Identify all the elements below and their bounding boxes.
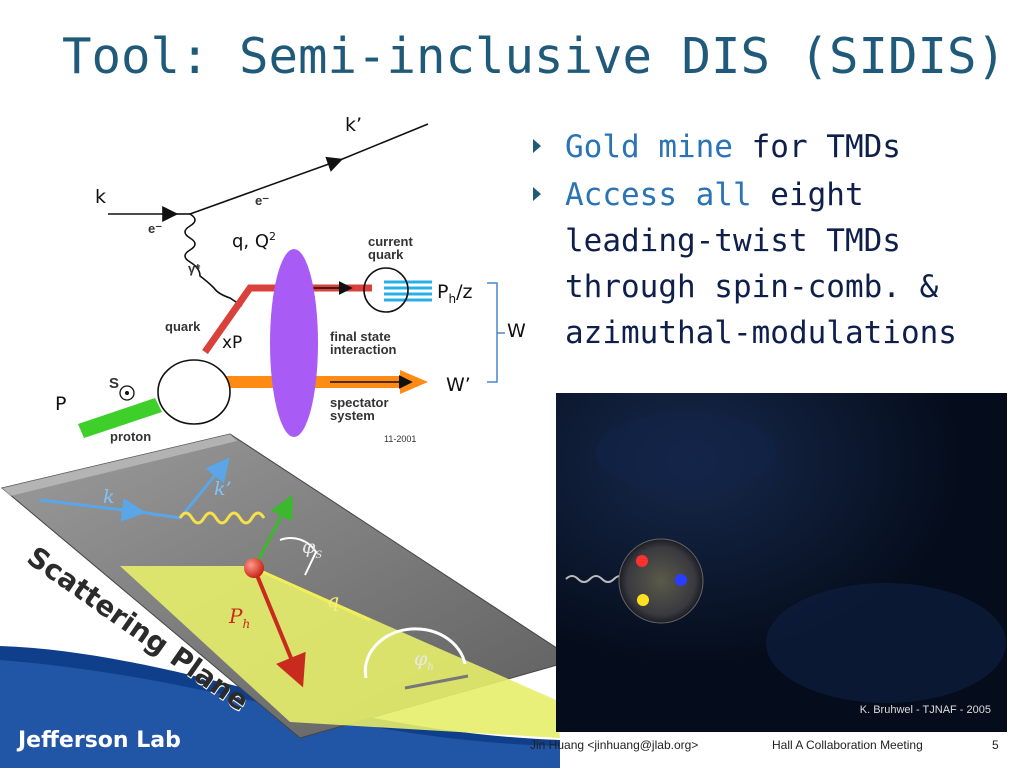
phi-h-label: φh bbox=[414, 648, 434, 673]
bullet-highlight: Access all bbox=[565, 177, 752, 213]
ph-vector-label: Ph bbox=[229, 604, 250, 631]
current-quark-label: current quark bbox=[368, 234, 413, 262]
spin-s-label: S bbox=[109, 375, 120, 392]
hadron-plane bbox=[120, 566, 560, 738]
ph-label-text: P bbox=[437, 281, 449, 303]
electron-top-label: e⁻ bbox=[255, 193, 270, 208]
bullet-text: eight leading-twist TMDs through spin-co… bbox=[565, 177, 957, 351]
ph-sub: h bbox=[448, 291, 457, 306]
ph-label: Ph/z bbox=[437, 281, 472, 306]
slide-title: Tool: Semi-inclusive DIS (SIDIS) bbox=[62, 28, 1007, 85]
q-sup: 2 bbox=[269, 230, 277, 243]
footer-author: Jin Huang <jinhuang@jlab.org> bbox=[530, 738, 699, 752]
date-label: 11-2001 bbox=[384, 434, 417, 444]
q-vector-label: q bbox=[327, 590, 340, 612]
fsi-ellipse bbox=[270, 249, 318, 437]
bullet-item: Gold mine for TMDs bbox=[533, 124, 1013, 170]
phi-h-sub: h bbox=[427, 661, 434, 673]
bullet-item: Access all eight leading-twist TMDs thro… bbox=[533, 172, 1013, 356]
yellow-quark bbox=[637, 594, 649, 606]
w-prime-label: W’ bbox=[446, 374, 471, 396]
bullet-text: for TMDs bbox=[732, 129, 901, 165]
fsi-label: final state interaction bbox=[330, 329, 397, 357]
q-label-text: q, Q bbox=[232, 231, 270, 252]
kp-vector-label: k’ bbox=[214, 478, 232, 500]
bullet-arrow-icon bbox=[533, 187, 541, 201]
ph-vector-text: P bbox=[229, 604, 243, 628]
k-label: k bbox=[95, 186, 107, 208]
footer-meeting: Hall A Collaboration Meeting bbox=[772, 738, 923, 752]
feynman-diagram bbox=[78, 123, 505, 438]
spectator-label: spectator system bbox=[330, 395, 389, 423]
quark-label: quark bbox=[165, 319, 201, 334]
blue-quark bbox=[675, 574, 687, 586]
nucleon-image: K. Bruhwel - TJNAF - 2005 bbox=[556, 393, 1007, 732]
electron-left-label: e⁻ bbox=[148, 221, 163, 236]
ph-z: /z bbox=[456, 281, 473, 303]
red-quark bbox=[636, 555, 648, 567]
gamma-star-label: γ* bbox=[188, 261, 201, 276]
vertex-ball bbox=[244, 558, 264, 578]
w-label: W bbox=[507, 320, 526, 342]
nucleon-graphic bbox=[556, 393, 1007, 732]
k-vector-label: k bbox=[103, 486, 115, 508]
bullet-arrow-icon bbox=[533, 139, 541, 153]
phi-s-text: φ bbox=[302, 536, 316, 558]
image-credit: K. Bruhwel - TJNAF - 2005 bbox=[859, 704, 991, 716]
scattering-plane bbox=[0, 433, 577, 739]
xp-label: xP bbox=[222, 333, 243, 353]
phi-s-label: φS bbox=[302, 536, 322, 561]
p-label: P bbox=[55, 393, 67, 415]
q-label: q, Q2 bbox=[232, 230, 276, 252]
footer-page-number: 5 bbox=[992, 738, 999, 752]
ph-vector-sub: h bbox=[242, 617, 251, 631]
phi-s-sub: S bbox=[315, 549, 323, 561]
phi-h-text: φ bbox=[414, 648, 428, 670]
bullet-list: Gold mine for TMDs Access all eight lead… bbox=[533, 124, 1013, 358]
jefferson-lab-logo: Jefferson Lab bbox=[18, 728, 181, 753]
k-prime-label: k’ bbox=[345, 114, 363, 136]
proton-label: proton bbox=[110, 429, 152, 444]
bullet-highlight: Gold mine bbox=[565, 129, 733, 165]
